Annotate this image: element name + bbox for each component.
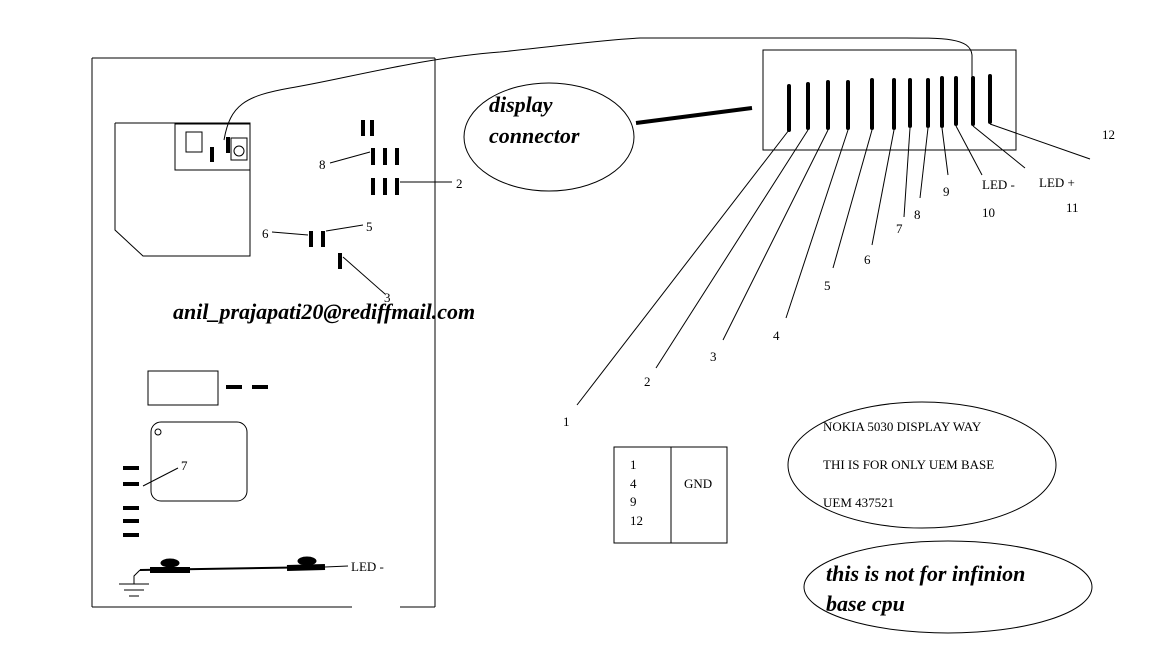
led-wire	[223, 37, 973, 141]
pin-label-11: 11	[1066, 200, 1079, 215]
pcb-board	[91, 57, 436, 608]
pin-label-led-minus: LED -	[982, 177, 1015, 192]
pin-leader-lines	[576, 123, 1091, 406]
callout-pointer	[635, 106, 753, 125]
board-label-7: 7	[181, 458, 188, 473]
small-component	[147, 370, 219, 406]
pin-label-9: 9	[943, 184, 950, 199]
board-label-5: 5	[366, 219, 373, 234]
pin-label-8: 8	[914, 207, 921, 222]
chip-pads	[210, 137, 230, 162]
warning-line-2: base cpu	[826, 591, 905, 616]
warning-callout	[803, 540, 1093, 634]
pin-label-1: 1	[563, 414, 570, 429]
gnd-pin-12: 12	[630, 513, 643, 528]
rounded-chip	[142, 421, 248, 502]
board-label-led-minus: LED -	[351, 559, 384, 574]
display-connector-callout	[463, 82, 635, 192]
gnd-pin-9: 9	[630, 494, 637, 509]
display-connector-label-line2: connector	[489, 123, 580, 148]
board-label-3: 3	[384, 290, 391, 305]
gnd-table	[613, 446, 728, 544]
gnd-pin-4: 4	[630, 476, 637, 491]
info-line-2: THI IS FOR ONLY UEM BASE	[823, 457, 994, 472]
author-email: anil_prajapati20@rediffmail.com	[173, 299, 475, 324]
info-line-1: NOKIA 5030 DISPLAY WAY	[823, 419, 982, 434]
display-connector-label-line1: display	[489, 92, 553, 117]
pin-label-3: 3	[710, 349, 717, 364]
gnd-pin-1: 1	[630, 457, 637, 472]
left-pads	[123, 466, 139, 537]
board-label-6: 6	[262, 226, 269, 241]
display-connector	[762, 49, 1017, 151]
pin-label-6: 6	[864, 252, 871, 267]
board-label-2: 2	[456, 176, 463, 191]
warning-line-1: this is not for infinion	[826, 561, 1025, 586]
led-minus-trace	[133, 556, 349, 584]
uem-chip-area	[114, 122, 251, 257]
pin-label-led-plus: LED +	[1039, 175, 1075, 190]
connector-pins	[787, 74, 992, 132]
ground-icon	[119, 583, 149, 597]
pin-label-4: 4	[773, 328, 780, 343]
board-label-8: 8	[319, 157, 326, 172]
info-callout	[787, 401, 1057, 529]
pin-label-12: 12	[1102, 127, 1115, 142]
gnd-label: GND	[684, 476, 712, 491]
pin-label-7: 7	[896, 221, 903, 236]
pin-label-2: 2	[644, 374, 651, 389]
board-leader-lines	[271, 151, 452, 295]
board-pads	[309, 120, 399, 269]
info-line-3: UEM 437521	[823, 495, 894, 510]
pin-label-5: 5	[824, 278, 831, 293]
pin-label-10: 10	[982, 205, 995, 220]
